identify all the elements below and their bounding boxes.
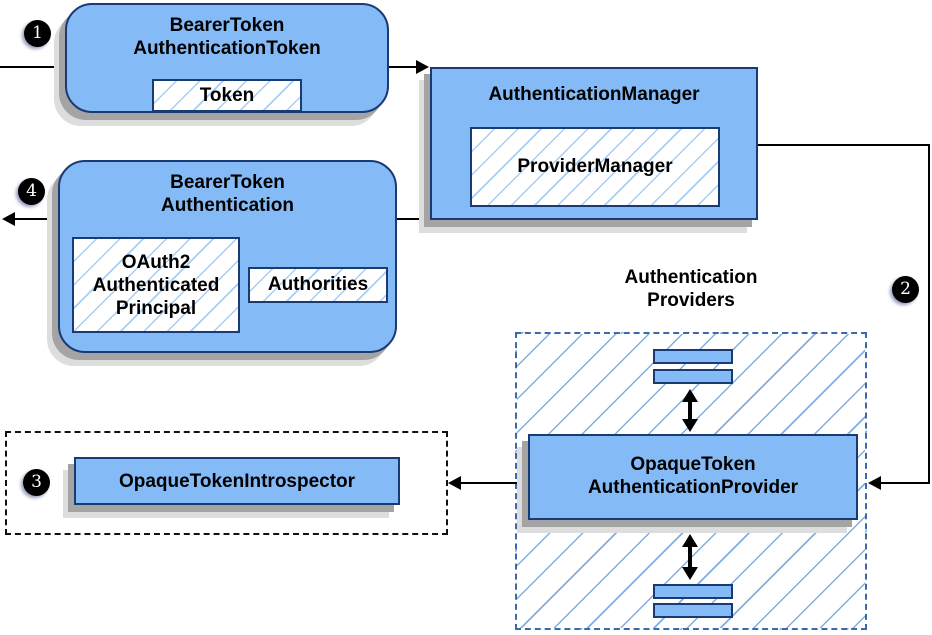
node-authentication-manager: AuthenticationManager ProviderManager (430, 67, 758, 220)
connector-incoming-request (0, 66, 66, 68)
double-arrow-top-icon (682, 389, 698, 432)
inner-token-box: Token (152, 79, 302, 112)
node-bearer-token-authentication: BearerToken Authentication OAuth2 Authen… (58, 160, 397, 353)
node-title: AuthenticationManager (488, 84, 700, 105)
connector-provider-to-introspector (461, 482, 528, 484)
introspector-dotted-container: OpaqueTokenIntrospector (5, 431, 448, 535)
node-bearer-token-authentication-token: BearerToken AuthenticationToken Token (65, 3, 389, 113)
connector-manager-right (758, 144, 930, 146)
node-opaque-token-authentication-provider: OpaqueToken AuthenticationProvider (528, 434, 858, 520)
step-3-badge: 3 (23, 469, 50, 496)
node-title: BearerToken Authentication (161, 172, 294, 216)
node-title: BearerToken AuthenticationToken (133, 15, 321, 59)
step-1-badge: 1 (24, 20, 51, 47)
arrowhead-into-provider-icon (868, 476, 881, 490)
inner-provider-manager-box: ProviderManager (470, 127, 720, 207)
authentication-providers-label: Authentication Providers (624, 267, 758, 311)
connector-into-provider (881, 482, 930, 484)
provider-slot-bar (653, 369, 733, 384)
arrowhead-into-introspector-icon (448, 476, 461, 490)
node-title: OpaqueTokenIntrospector (118, 471, 356, 492)
node-opaque-token-introspector: OpaqueTokenIntrospector (74, 457, 400, 505)
inner-authorities-box: Authorities (248, 267, 388, 303)
provider-slot-bar (653, 603, 733, 618)
provider-slot-bar (653, 584, 733, 599)
arrowhead-into-manager-icon (416, 60, 429, 74)
step-2-badge: 2 (892, 276, 919, 303)
inner-oauth2-authenticated-principal-box: OAuth2 Authenticated Principal (72, 237, 240, 333)
double-arrow-bottom-icon (682, 534, 698, 580)
node-title: OpaqueToken AuthenticationProvider (587, 454, 799, 498)
provider-slot-bar (653, 349, 733, 364)
step-4-badge: 4 (18, 178, 45, 205)
connector-token-to-manager (389, 66, 417, 68)
connector-manager-to-authentication (397, 218, 430, 220)
arrowhead-out-left-icon (2, 212, 15, 226)
connector-right-down (928, 144, 930, 484)
connector-authentication-out (15, 218, 58, 220)
